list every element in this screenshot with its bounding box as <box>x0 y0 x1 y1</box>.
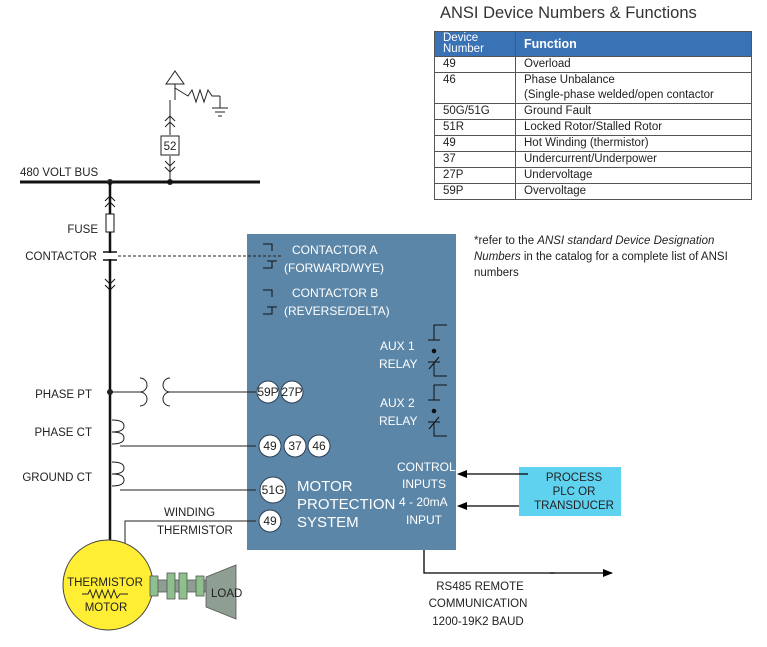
transducer-label: TRANSDUCER <box>534 500 614 512</box>
phase-pt-label: PHASE PT <box>35 389 92 401</box>
device-59p-label: 59P <box>257 385 278 399</box>
table-title: ANSI Device Numbers & Functions <box>440 4 697 22</box>
device-49-thermistor-circle <box>258 509 282 533</box>
contactor-a-label: CONTACTOR A <box>292 243 378 257</box>
contactor-b-label: CONTACTOR B <box>292 286 378 300</box>
function-cell: Undervoltage <box>515 167 752 184</box>
device-51g-circle <box>259 476 287 504</box>
contactor-b-sub-label: (REVERSE/DELTA) <box>284 304 390 318</box>
load-label: LOAD <box>211 588 242 600</box>
system-title-line1: MOTOR <box>297 478 353 495</box>
motor-label: MOTOR <box>85 602 128 614</box>
aux1-relay-contacts <box>428 324 447 377</box>
device-27p-circle <box>280 380 304 404</box>
function-cell: Overvoltage <box>515 183 752 200</box>
function-cell: Locked Rotor/Stalled Rotor <box>515 119 752 136</box>
rs485-label: RS485 REMOTE <box>436 581 524 593</box>
device-37-label: 37 <box>288 439 302 453</box>
plc-label: PLC OR <box>553 486 596 498</box>
rs485-line <box>423 550 555 574</box>
device-49-label: 49 <box>263 439 277 453</box>
device-cell: 27P <box>434 167 516 184</box>
control-inputs-sub-label: INPUTS <box>402 477 446 491</box>
aux2-label: AUX 2 <box>380 396 415 410</box>
source-ground-symbol <box>164 70 228 181</box>
device-49-circle <box>258 434 282 458</box>
phase-ct-symbol <box>111 419 256 447</box>
device-46-label: 46 <box>312 439 326 453</box>
motor-load-coupling <box>149 572 223 600</box>
fuse-symbol <box>105 213 115 233</box>
contactor-a-sub-label: (FORWARD/WYE) <box>284 261 384 275</box>
device-46-circle <box>307 434 331 458</box>
contactor-symbol <box>103 251 117 261</box>
function-cell: Hot Winding (thermistor) <box>515 135 752 152</box>
phase-pt-transformer <box>110 377 256 407</box>
bus-label: 480 VOLT BUS <box>20 167 99 179</box>
feeder-line <box>104 182 116 550</box>
phase-ct-label: PHASE CT <box>34 427 92 439</box>
thermistor-label: THERMISTOR <box>157 525 233 537</box>
ground-ct-symbol <box>111 461 256 491</box>
contactor-b-symbol <box>263 289 277 315</box>
analog-input-sub-label: INPUT <box>406 513 443 527</box>
process-label: PROCESS <box>546 472 603 484</box>
load-block <box>205 564 237 620</box>
device-49-thermistor-label: 49 <box>263 514 277 528</box>
device-37-circle <box>283 434 307 458</box>
system-title-line2: PROTECTION <box>297 496 395 513</box>
rs485-baud-label: 1200-19K2 BAUD <box>432 616 523 628</box>
device-27p-label: 27P <box>281 385 302 399</box>
analog-input-label: 4 - 20mA <box>399 495 448 509</box>
function-cell: Undercurrent/Underpower <box>515 151 752 168</box>
device-cell: 49 <box>434 56 516 73</box>
aux1-relay-label: RELAY <box>379 357 417 371</box>
system-title-line3: SYSTEM <box>297 514 359 531</box>
motor-thermistor-label: THERMISTOR <box>67 577 143 589</box>
thermistor-lead-line <box>124 520 256 553</box>
aux2-relay-contacts <box>428 384 447 437</box>
aux2-relay-label: RELAY <box>379 414 417 428</box>
contactor-a-symbol <box>263 243 277 269</box>
device-59p-circle <box>256 380 280 404</box>
device-cell: 50G/51G <box>434 103 516 120</box>
breaker-52-label: 52 <box>164 141 177 153</box>
fuse-label: FUSE <box>67 224 98 236</box>
function-cell: Phase Unbalance(Single-phase welded/open… <box>515 72 752 104</box>
function-cell: Ground Fault <box>515 103 752 120</box>
control-inputs-label: CONTROL <box>397 460 456 474</box>
ansi-reference-note: *refer to the ANSI standard Device Desig… <box>474 235 728 279</box>
motor-thermistor-symbol <box>82 588 128 600</box>
aux1-label: AUX 1 <box>380 339 415 353</box>
winding-label: WINDING <box>164 507 215 519</box>
process-plc-box <box>519 467 621 516</box>
breaker-52-box <box>160 135 180 156</box>
device-51g-label: 51G <box>262 483 285 497</box>
ground-ct-label: GROUND CT <box>22 472 92 484</box>
rs485-comm-label: COMMUNICATION <box>429 598 528 610</box>
contactor-label: CONTACTOR <box>25 251 97 263</box>
contactor-gap <box>107 253 113 259</box>
